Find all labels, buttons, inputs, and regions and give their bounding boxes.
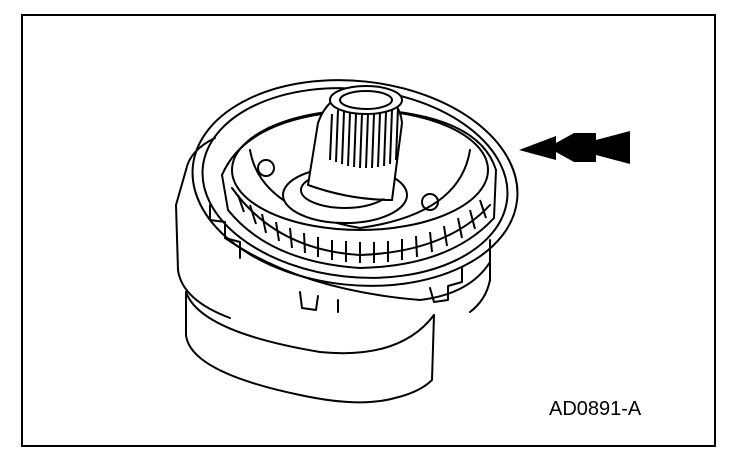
shaft-top-inner [339,90,393,110]
bolt-hole-left [257,159,275,177]
snap-ring-outer [191,79,519,287]
ring-gear-teeth [237,194,487,263]
drum-outer-wall-left [175,169,231,319]
drum-lower-body [185,291,435,404]
ring-gear-bottom [227,209,495,269]
drum-outer-wall-right [469,239,491,313]
gear-inner-floor [249,149,471,229]
drum-tab-left [209,204,241,259]
drum-lower-rim [185,291,435,355]
bolt-hole-right [421,193,439,211]
ring-gear-lower-edge [221,169,497,219]
shaft-splines [329,107,399,169]
shaft-lower [307,184,393,201]
callout-arrow-icon [519,131,630,164]
drum-tab-front-1 [299,291,319,311]
drum-rim-edge [224,237,491,301]
figure-id-label: AD0891-A [549,398,642,420]
